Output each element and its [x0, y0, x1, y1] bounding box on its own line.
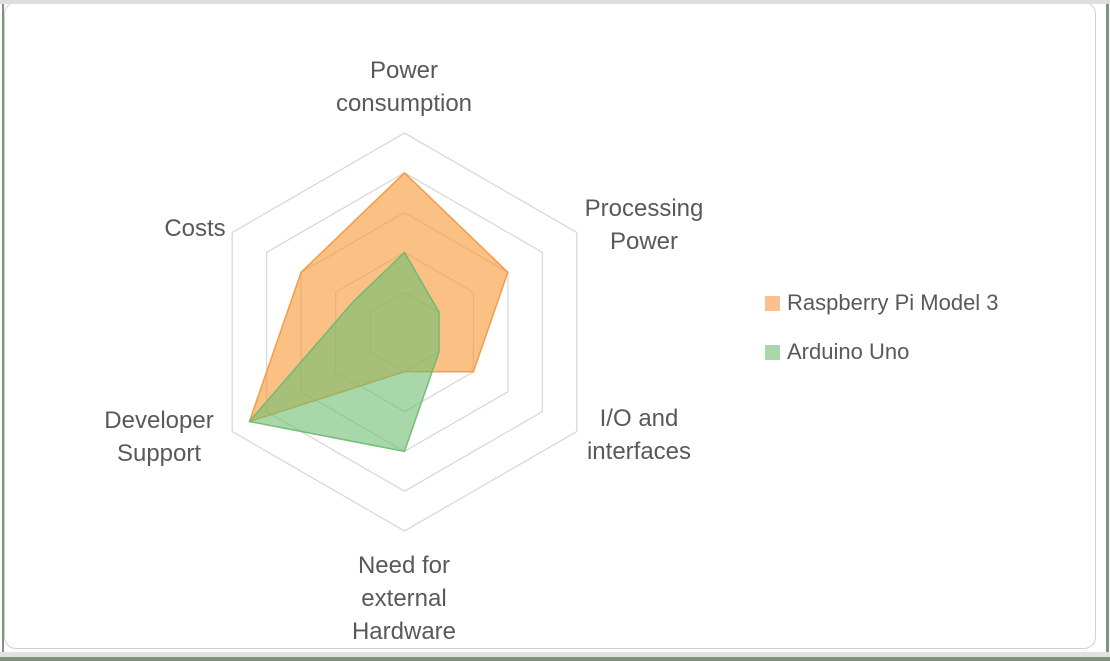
radar-series-polygons — [248, 172, 509, 453]
axis-label-io-interfaces: I/O and interfaces — [586, 405, 692, 465]
screen-edge-left-line — [2, 4, 4, 657]
legend-label-raspberry-pi: Raspberry Pi Model 3 — [787, 290, 999, 315]
legend-swatch-raspberry-pi-icon — [765, 295, 780, 311]
screen-edge-right-line — [1106, 4, 1109, 661]
screen-edge-bottom-line — [0, 657, 1110, 661]
legend-label-arduino-uno: Arduino Uno — [787, 339, 910, 364]
axis-label-need-external-hardware: Need for external Hardware — [351, 552, 457, 645]
axis-label-developer-support: Developer Support — [104, 407, 214, 467]
axis-label-processing-power: Processing Power — [584, 195, 704, 255]
axis-label-power-consumption: Power consumption — [335, 57, 473, 117]
legend-item-arduino-uno: Arduino Uno — [765, 340, 909, 364]
screen-edge-bottom-bar — [0, 652, 1110, 657]
axis-label-costs: Costs — [164, 215, 226, 242]
legend-swatch-arduino-uno-icon — [765, 344, 780, 360]
chart-frame — [4, 2, 1096, 649]
radar-polygon-arduino-uno — [248, 251, 440, 453]
screen-edge-top-bar — [0, 0, 1110, 4]
legend-item-raspberry-pi: Raspberry Pi Model 3 — [765, 291, 999, 315]
